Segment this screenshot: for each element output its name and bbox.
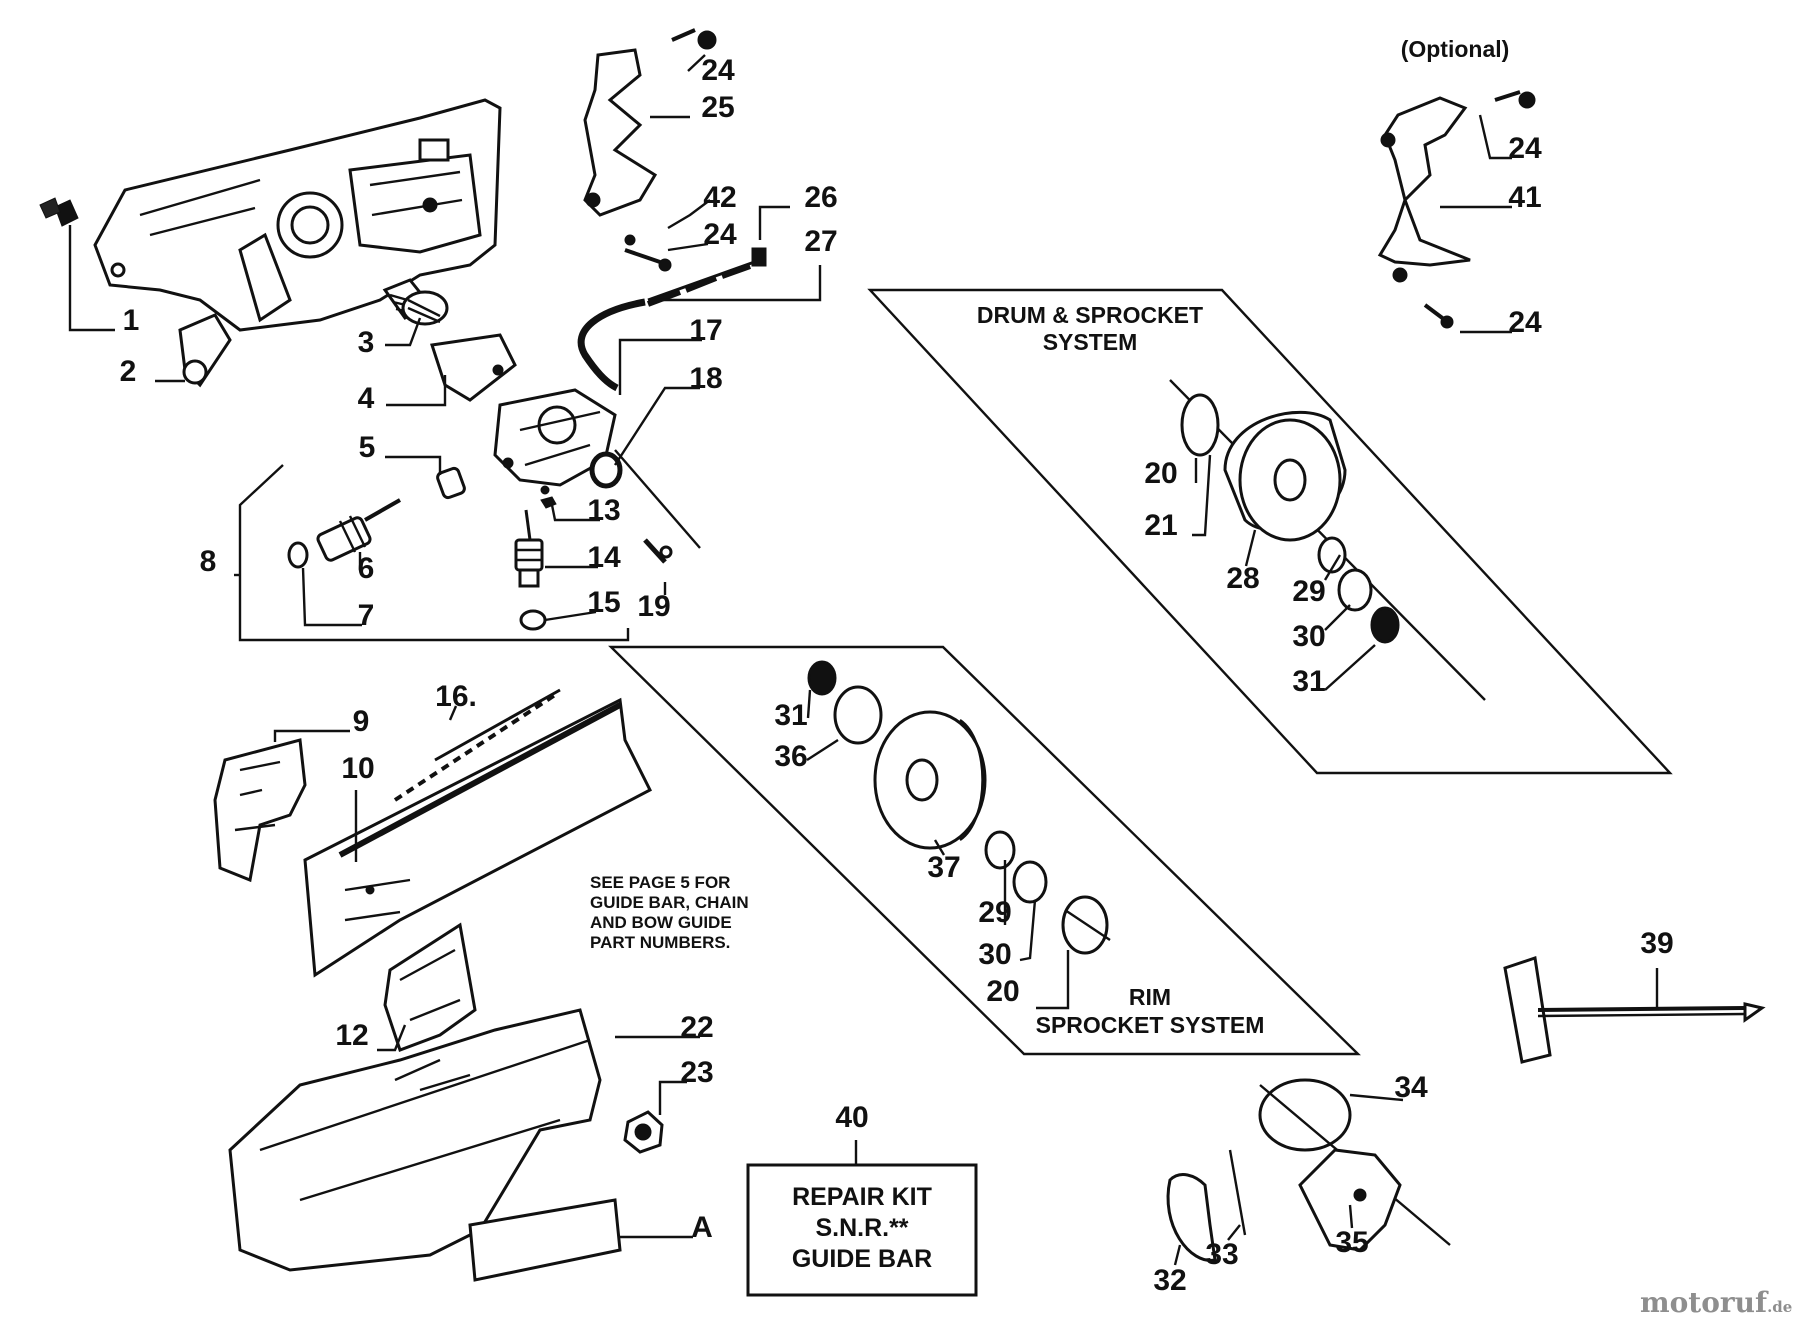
- spring-3: [401, 290, 449, 326]
- chain-guard-25: [583, 48, 658, 217]
- nut-23: [623, 1110, 664, 1154]
- part-number-p18: 18: [689, 362, 722, 395]
- repair-kit-line: REPAIR KIT: [792, 1183, 932, 1211]
- see-page-note-line: GUIDE BAR, CHAIN: [590, 893, 749, 912]
- leader-lines: [68, 54, 1659, 1266]
- guide-bar-assembly: [213, 688, 653, 1052]
- part-number-p36: 36: [774, 740, 807, 773]
- part-number-p14: 14: [587, 541, 621, 574]
- drum-system-title-line2: SYSTEM: [1043, 329, 1138, 355]
- clutch-assembly: [1166, 1078, 1451, 1262]
- part-number-p29a: 29: [1292, 575, 1325, 608]
- part-number-p35: 35: [1335, 1226, 1368, 1259]
- part-number-p20b: 20: [986, 975, 1019, 1008]
- spring-rod-26-27: [646, 247, 767, 307]
- part-number-p12: 12: [335, 1019, 368, 1052]
- drum-system-parts: [1169, 379, 1486, 701]
- part-number-p20a: 20: [1144, 457, 1177, 490]
- screwdriver-tool-39: [1503, 956, 1766, 1064]
- decal-A: [468, 1198, 622, 1282]
- repair-kit-line: GUIDE BAR: [792, 1245, 932, 1273]
- worm-gear-6: [287, 498, 401, 569]
- part-number-p22: 22: [680, 1011, 713, 1044]
- part-number-p30b: 30: [978, 938, 1011, 971]
- see-page-note: SEE PAGE 5 FOR GUIDE BAR, CHAIN AND BOW …: [590, 873, 749, 952]
- bushing-5: [436, 466, 466, 500]
- part-number-p39: 39: [1640, 927, 1673, 960]
- part-number-p40: 40: [835, 1101, 868, 1134]
- part-number-p24c: 24: [1508, 132, 1542, 165]
- repair-kit-box: [746, 1163, 978, 1297]
- part-number-p21: 21: [1144, 509, 1177, 542]
- see-page-note-line: PART NUMBERS.: [590, 933, 730, 952]
- part-number-p5: 5: [359, 431, 376, 464]
- part-number-p42: 42: [703, 181, 736, 214]
- o-ring-15: [519, 609, 547, 631]
- part-number-p24d: 24: [1508, 306, 1542, 339]
- adjust-screw-14: [514, 509, 544, 588]
- part-number-p19: 19: [637, 590, 670, 623]
- part-number-p7: 7: [358, 599, 375, 632]
- part-number-p41: 41: [1508, 181, 1541, 214]
- part-number-p3: 3: [358, 326, 375, 359]
- rim-system-title-line2: SPROCKET SYSTEM: [1036, 1012, 1265, 1038]
- oil-pump-assembly: [493, 388, 701, 549]
- part-number-p23: 23: [680, 1056, 713, 1089]
- part-number-p24a: 24: [701, 54, 735, 87]
- part-number-p37: 37: [927, 851, 960, 884]
- watermark-suffix: .de: [1767, 1298, 1793, 1316]
- part-number-p10: 10: [341, 752, 374, 785]
- see-page-note-line: AND BOW GUIDE: [590, 913, 732, 932]
- rim-system-parts: [807, 660, 1111, 955]
- part-number-p31a: 31: [1292, 665, 1325, 698]
- watermark-logo: motoruf.de: [1640, 1286, 1792, 1319]
- oil-hose-17: [577, 298, 646, 392]
- part-number-p16: 16.: [435, 680, 477, 713]
- part-number-p13: 13: [587, 494, 620, 527]
- side-cover-assembly: [39, 98, 502, 388]
- part-number-p34: 34: [1394, 1071, 1428, 1104]
- part-number-p29b: 29: [978, 896, 1011, 929]
- plate-4: [430, 333, 517, 402]
- rim-system-frame: [608, 645, 1361, 1056]
- drum-system-title-line1: DRUM & SPROCKET: [977, 302, 1203, 328]
- part-number-p32: 32: [1153, 1264, 1186, 1297]
- part-number-p24b: 24: [703, 218, 737, 251]
- repair-kit-text: REPAIR KIT S.N.R.** GUIDE BAR: [792, 1183, 932, 1273]
- see-page-note-line: SEE PAGE 5 FOR: [590, 873, 730, 892]
- part-number-p17: 17: [689, 314, 722, 347]
- clip-13: [540, 496, 557, 509]
- optional-label: (Optional): [1401, 36, 1510, 62]
- part-number-p33: 33: [1205, 1238, 1238, 1271]
- part-number-p30a: 30: [1292, 620, 1325, 653]
- part-number-p31b: 31: [774, 699, 807, 732]
- part-number-p26: 26: [804, 181, 837, 214]
- part-number-p2: 2: [120, 355, 137, 388]
- part-number-p15: 15: [587, 586, 620, 619]
- screw-24-top: [671, 28, 717, 50]
- drum-system-frame: [867, 288, 1673, 775]
- part-number-p8: 8: [200, 545, 217, 578]
- pin-19: [643, 538, 673, 564]
- watermark-main: motoruf: [1640, 1286, 1768, 1319]
- part-number-p25: 25: [701, 91, 734, 124]
- screw-24-mid: [624, 234, 672, 272]
- part-number-p27: 27: [804, 225, 837, 258]
- repair-kit-line: S.N.R.**: [815, 1214, 908, 1242]
- cover-22: [228, 1008, 602, 1272]
- part-number-pA: A: [691, 1211, 713, 1244]
- part-number-p4: 4: [358, 382, 375, 415]
- part-number-p1: 1: [123, 304, 140, 337]
- part-number-p28: 28: [1226, 562, 1259, 595]
- optional-guard-41: [1377, 90, 1536, 329]
- part-number-p6: 6: [358, 552, 375, 585]
- rim-system-title-line1: RIM: [1129, 984, 1171, 1010]
- part-number-labels: 123456789101213141516.171819202122232425…: [120, 54, 1674, 1297]
- part-number-p9: 9: [353, 705, 370, 738]
